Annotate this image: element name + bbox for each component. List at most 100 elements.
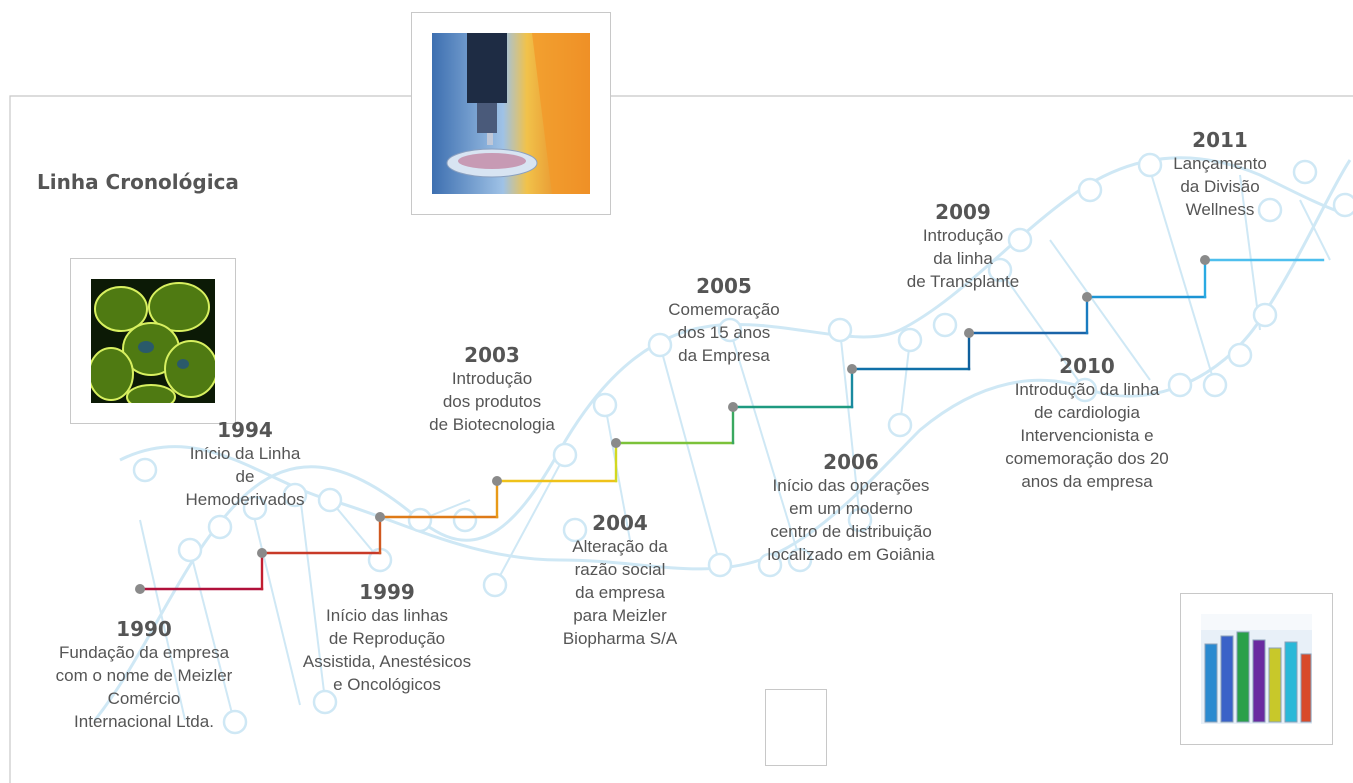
event-1999: 1999 Início das linhas de Reprodução Ass… <box>277 580 497 696</box>
helix-node <box>757 552 783 578</box>
event-2006: 2006 Início das operações em um moderno … <box>740 450 962 566</box>
event-2011: 2011 Lançamento da Divisão Wellness <box>1150 128 1290 221</box>
empty-photo-frame <box>765 689 827 766</box>
helix-node <box>1167 372 1193 398</box>
event-text: Início das linhas de Reprodução Assistid… <box>302 606 472 694</box>
event-2005: 2005 Comemoração dos 15 anos da Empresa <box>642 274 806 367</box>
helix-node <box>932 312 958 338</box>
helix-node <box>562 517 588 543</box>
event-text: Início da Linha de Hemoderivados <box>185 444 305 509</box>
event-year: 2004 <box>592 511 648 535</box>
helix-node <box>787 547 813 573</box>
event-year: 1999 <box>359 580 415 604</box>
helix-node <box>552 442 578 468</box>
event-2009: 2009 Introdução da linha de Transplante <box>888 200 1038 293</box>
event-year: 2006 <box>823 450 879 474</box>
helix-node <box>132 457 158 483</box>
event-1990: 1990 Fundação da empresa com o nome de M… <box>12 617 276 733</box>
event-text: Fundação da empresa com o nome de Meizle… <box>55 643 233 731</box>
helix-rung <box>299 494 326 701</box>
helix-node <box>1137 152 1163 178</box>
helix-rung <box>139 519 186 721</box>
helix-rung <box>839 329 861 521</box>
helix-node <box>1227 342 1253 368</box>
event-text: Introdução dos produtos de Biotecnologia <box>429 369 555 434</box>
helix-node <box>897 327 923 353</box>
frame-border <box>9 95 1353 783</box>
event-year: 2009 <box>935 200 991 224</box>
timeline-dot <box>847 364 857 374</box>
dna-helix <box>93 152 1353 735</box>
cells-photo <box>70 258 236 424</box>
event-year: 2010 <box>1059 354 1115 378</box>
helix-rung <box>189 549 236 726</box>
helix-rung <box>1299 199 1331 261</box>
helix-rung <box>729 329 801 561</box>
timeline-dot <box>257 548 267 558</box>
event-year: 2005 <box>696 274 752 298</box>
event-year: 1994 <box>217 418 273 442</box>
event-2010: 2010 Introdução da linha de cardiologia … <box>982 354 1192 493</box>
timeline-dots <box>135 255 1210 594</box>
helix-node <box>452 507 478 533</box>
helix-rung <box>899 339 911 426</box>
event-year: 2011 <box>1192 128 1248 152</box>
event-text: Comemoração dos 15 anos da Empresa <box>668 300 780 365</box>
helix-node <box>647 332 673 358</box>
test-tubes-image <box>1201 614 1312 724</box>
lab-microscope-photo <box>411 12 611 215</box>
event-2003: 2003 Introdução dos produtos de Biotecno… <box>405 343 579 436</box>
microscope-image <box>432 33 590 194</box>
event-year: 1990 <box>116 617 172 641</box>
timeline-dot <box>135 584 145 594</box>
helix-rung <box>1149 169 1216 386</box>
helix-node <box>707 552 733 578</box>
helix-node <box>1007 227 1033 253</box>
event-2004: 2004 Alteração da razão social da empres… <box>530 511 710 650</box>
helix-rung <box>494 454 566 586</box>
helix-node <box>1292 159 1318 185</box>
helix-node <box>1077 177 1103 203</box>
test-tubes-photo <box>1180 593 1333 745</box>
helix-node <box>847 507 873 533</box>
helix-rung <box>1239 174 1261 331</box>
helix-node <box>1072 377 1098 403</box>
event-text: Introdução da linha de Transplante <box>906 226 1020 291</box>
helix-node <box>1202 372 1228 398</box>
helix-node <box>317 487 343 513</box>
helix-node <box>887 412 913 438</box>
helix-rung <box>249 499 301 706</box>
helix-rung <box>1049 239 1151 381</box>
event-text: Início das operações em um moderno centr… <box>767 476 935 564</box>
helix-rung <box>329 499 381 561</box>
event-text: Introdução da linha de cardiologia Inter… <box>1005 380 1169 491</box>
helix-node <box>827 317 853 343</box>
timeline-dot <box>728 402 738 412</box>
helix-node <box>312 689 338 715</box>
timeline-steps <box>138 258 1325 591</box>
event-text: Lançamento da Divisão Wellness <box>1173 154 1267 219</box>
helix-node <box>1252 302 1278 328</box>
helix-rung <box>604 404 631 541</box>
event-text: Alteração da razão social da empresa par… <box>562 537 678 648</box>
timeline-dot <box>611 438 621 448</box>
helix-node <box>222 709 248 735</box>
helix-node <box>592 392 618 418</box>
timeline-dot <box>1082 292 1092 302</box>
helix-node <box>242 495 268 521</box>
timeline-dot <box>492 476 502 486</box>
helix-rung <box>999 269 1086 391</box>
event-year: 2003 <box>464 343 520 367</box>
helix-node <box>717 317 743 343</box>
cells-image <box>91 279 215 403</box>
helix-node <box>482 572 508 598</box>
helix-rung <box>659 344 721 566</box>
timeline-dot <box>375 512 385 522</box>
event-1994: 1994 Início da Linha de Hemoderivados <box>160 418 330 511</box>
helix-node <box>987 257 1013 283</box>
helix-node <box>1332 192 1353 218</box>
page-title: Linha Cronológica <box>37 170 239 194</box>
timeline-dot <box>964 328 974 338</box>
timeline-dot <box>1200 255 1210 265</box>
